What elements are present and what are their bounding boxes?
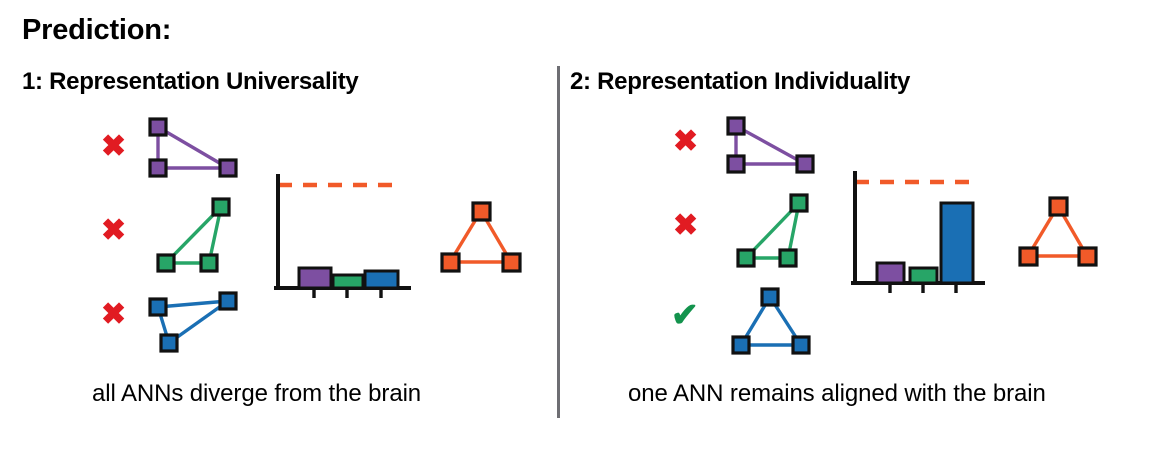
- purple-ann-graph-p2: [726, 116, 815, 174]
- panel-divider: [557, 66, 560, 418]
- bar-green: [908, 266, 939, 285]
- cross-icon-green-p1: ✖: [101, 214, 127, 247]
- check-icon-blue-p2: ✔: [671, 296, 699, 333]
- green-ann-graph-p1: [156, 197, 231, 273]
- bars: [297, 266, 400, 290]
- purple-ann-graph-p1: [148, 117, 238, 178]
- graph-nodes: [1018, 196, 1098, 267]
- x-axis-ticks: [312, 288, 383, 298]
- bar-purple: [875, 261, 906, 285]
- bar-green: [331, 273, 365, 290]
- alignment-bar-chart-p2: [851, 171, 985, 293]
- graph-edges: [734, 124, 807, 166]
- panel-2-caption: one ANN remains aligned with the brain: [628, 380, 1046, 407]
- page-title: Prediction:: [22, 14, 172, 46]
- cross-icon-purple-p1: ✖: [101, 130, 127, 163]
- bar-blue: [939, 201, 975, 285]
- graph-nodes: [148, 291, 238, 353]
- blue-ann-graph-p2: [731, 287, 811, 355]
- graph-edges: [156, 125, 230, 170]
- graph-nodes: [148, 117, 238, 178]
- graph-nodes: [156, 197, 231, 273]
- cross-icon-purple-p2: ✖: [673, 125, 699, 158]
- cross-icon-green-p2: ✖: [673, 209, 699, 242]
- x-axis-ticks: [888, 283, 958, 293]
- graph-nodes: [726, 116, 815, 174]
- brain-graph-p1: [440, 201, 522, 273]
- panel-1-title: 1: Representation Universality: [22, 68, 359, 95]
- green-ann-graph-p2: [736, 193, 809, 268]
- blue-ann-graph-p1: [148, 291, 238, 353]
- bar-purple: [297, 266, 333, 290]
- brain-graph-p2: [1018, 196, 1098, 267]
- graph-nodes: [731, 287, 811, 355]
- bar-blue: [363, 269, 400, 290]
- alignment-bar-chart-p1: [274, 174, 411, 298]
- cross-icon-blue-p1: ✖: [101, 298, 127, 331]
- graph-nodes: [440, 201, 522, 273]
- panel-1-caption: all ANNs diverge from the brain: [92, 380, 422, 407]
- graph-nodes: [736, 193, 809, 268]
- panel-2-title: 2: Representation Individuality: [570, 68, 911, 95]
- bars: [875, 201, 975, 285]
